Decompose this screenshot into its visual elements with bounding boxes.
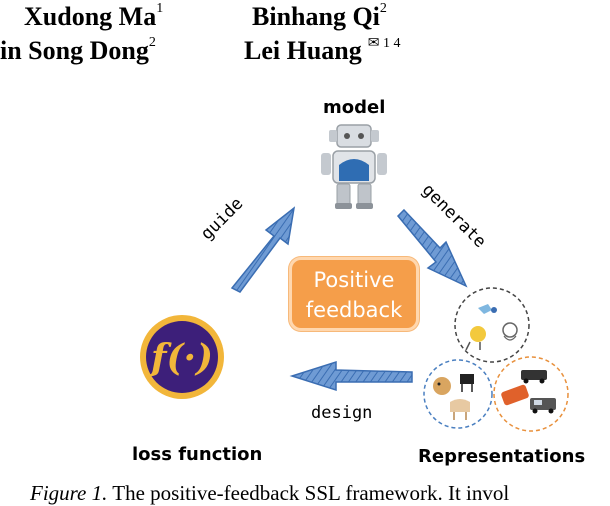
design-arrow: [289, 360, 413, 392]
positive-feedback-line1: Positive: [313, 268, 395, 292]
author-1: Xudong Ma1: [24, 1, 164, 32]
representations-label: Representations: [418, 446, 586, 467]
positive-feedback-line2: feedback: [305, 298, 403, 322]
guide-arrow: [230, 206, 296, 293]
author-3: in Song Dong2: [0, 35, 156, 66]
author-3-affiliation: 2: [148, 35, 156, 50]
author-2-name: Binhang Qi: [252, 2, 380, 31]
generate-arrow: [396, 208, 468, 288]
author-4-name: Lei Huang: [244, 36, 362, 65]
loss-icon-text: f(·): [148, 337, 213, 379]
vehicles-circle: [493, 356, 569, 432]
figure-caption-text: The positive-feedback SSL framework. It …: [112, 481, 510, 505]
loss-function-label: loss function: [132, 444, 263, 465]
figure-caption-label: Figure 1.: [30, 481, 108, 505]
author-3-name: in Song Dong: [0, 36, 149, 65]
design-label: design: [311, 403, 373, 423]
representations-cluster: [423, 287, 569, 432]
positive-feedback-box: Positive feedback: [289, 257, 419, 331]
loss-function-icon: f(·): [140, 315, 224, 399]
author-4-affiliation: 1 4: [382, 36, 401, 51]
figure-caption: Figure 1. The positive-feedback SSL fram…: [30, 481, 509, 506]
author-2: Binhang Qi2: [252, 1, 387, 32]
envelope-icon: ✉: [367, 36, 380, 51]
birds-circle: [454, 287, 530, 363]
dogs-circle: [423, 359, 493, 429]
author-4: Lei Huang ✉ 1 4: [244, 36, 400, 66]
author-1-affiliation: 1: [156, 1, 164, 16]
robot-icon: [321, 124, 387, 209]
author-2-affiliation: 2: [379, 1, 387, 16]
model-label: model: [323, 97, 386, 118]
author-1-name: Xudong Ma: [24, 2, 157, 31]
